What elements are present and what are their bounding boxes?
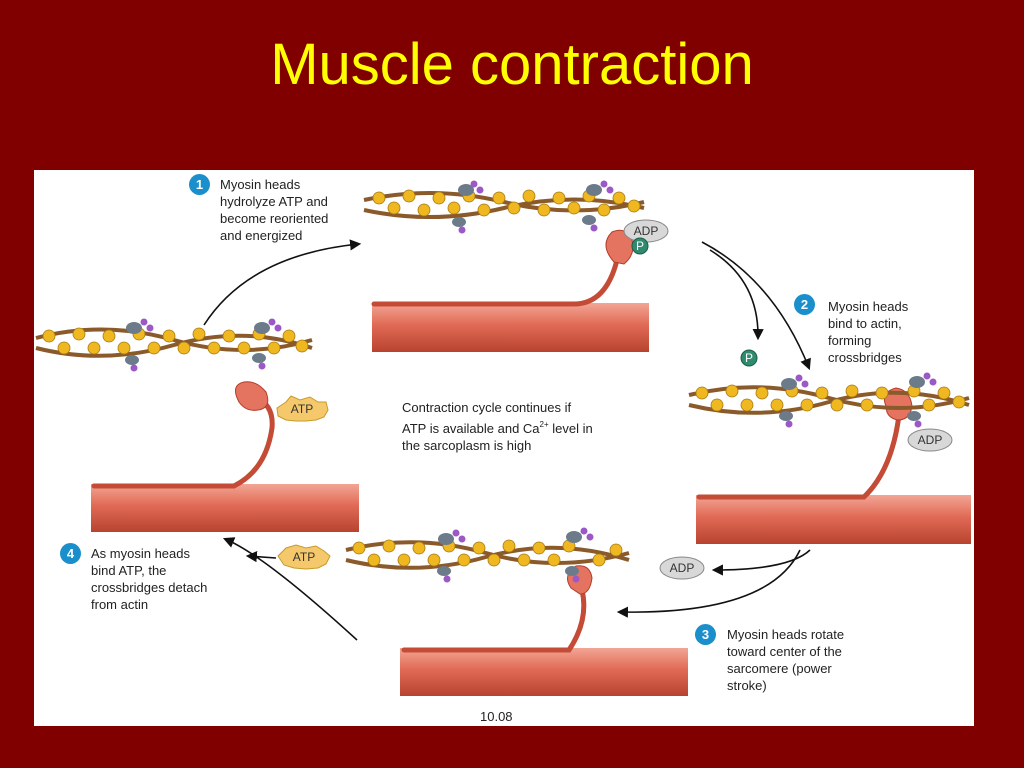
arrow-adp-release: [711, 549, 811, 576]
step-3-text: Myosin heads rotate toward center of the…: [727, 627, 845, 693]
diagram-panel: ADP P P ADP ADP ATP: [34, 170, 974, 726]
step-1-text: Myosin heads hydrolyze ATP and become re…: [220, 177, 329, 243]
contraction-cycle-diagram: ADP P P ADP ADP ATP: [35, 180, 971, 696]
atp-label-bottom: ATP: [277, 544, 331, 570]
myosin-neck-left: [91, 395, 275, 489]
myosin-neck-top: [371, 257, 620, 307]
arrow-top-to-step2: [701, 241, 811, 371]
myosin-neck-right: [696, 412, 902, 500]
phosphate-label-released: P: [740, 349, 758, 367]
thick-filament-left: [91, 484, 359, 532]
thin-filament-left: [35, 318, 313, 372]
thin-filament-right: [688, 372, 970, 428]
myosin-neck-bottom: [401, 587, 587, 653]
arrow-step2-to-step3: [616, 549, 801, 618]
phosphate-label-top: P: [631, 237, 649, 255]
adp-label-released: ADP: [659, 556, 705, 580]
arrow-step1-to-top: [203, 239, 362, 326]
atp-label-bottom-text: ATP: [293, 550, 315, 564]
myosin-head-shapes: [234, 229, 913, 595]
calcium-charge: 2+: [539, 420, 549, 429]
step-2-text: Myosin heads bind to actin, forming cros…: [828, 299, 909, 365]
arrow-phosphate-release: [709, 249, 764, 341]
arrow-step3-to-step4: [222, 537, 358, 641]
atp-label-left: ATP: [276, 395, 329, 422]
center-note-line2-pre: ATP is available and Ca: [402, 421, 540, 436]
phosphate-label-released-text: P: [745, 351, 753, 365]
center-note-line1: Contraction cycle continues if: [402, 400, 572, 415]
center-note: Contraction cycle continues if ATP is av…: [402, 399, 593, 454]
thick-filament-top: [372, 303, 649, 352]
thick-filament-right: [696, 495, 971, 544]
step-3-badge: 3: [695, 624, 716, 645]
adp-label-top: ADP: [623, 219, 669, 243]
step-2-badge: 2: [794, 294, 815, 315]
step-4-text: As myosin heads bind ATP, the crossbridg…: [91, 546, 208, 612]
thick-filament-bottom: [400, 648, 688, 696]
center-note-line2: ATP is available and Ca2+ level in: [402, 416, 593, 437]
step-1-badge: 1: [189, 174, 210, 195]
adp-label-top-text: ADP: [634, 224, 659, 238]
center-note-line2-post: level in: [548, 421, 593, 436]
slide-title: Muscle contraction: [270, 32, 754, 97]
atp-label-left-text: ATP: [291, 402, 313, 416]
adp-label-right: ADP: [907, 428, 953, 452]
center-note-line3: the sarcoplasm is high: [402, 438, 532, 453]
myosin-head-left: [234, 381, 269, 411]
arrow-atp-binding: [245, 551, 277, 563]
adp-label-released-text: ADP: [670, 561, 695, 575]
phosphate-label-top-text: P: [636, 239, 644, 253]
chemical-labels: ADP P P ADP ADP ATP: [276, 219, 953, 580]
thin-filament-bottom: [345, 527, 630, 583]
step-4-badge: 4: [60, 543, 81, 564]
thick-filaments: [91, 303, 971, 696]
thin-filament-top: [363, 180, 645, 234]
cycle-arrows: [203, 239, 811, 641]
adp-label-right-text: ADP: [918, 433, 943, 447]
figure-number: 10.08: [480, 709, 513, 724]
thin-filaments: [35, 180, 970, 583]
